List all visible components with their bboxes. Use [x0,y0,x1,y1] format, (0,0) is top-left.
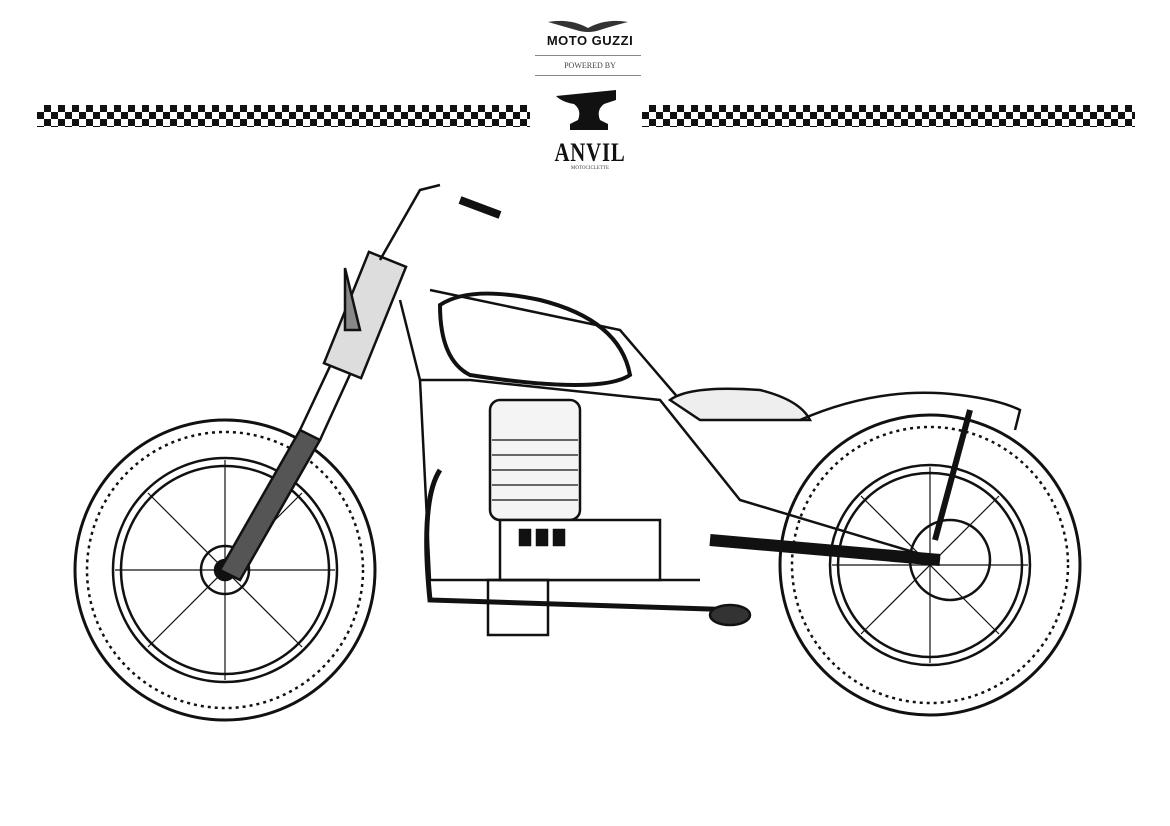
anvil-logo-text: ANVIL [554,138,626,167]
anvil-subtitle: MOTOCICLETTE [570,166,610,171]
anvil-logo-icon [556,90,616,130]
powered-by-label: POWERED BY [564,61,616,70]
divider [535,75,641,76]
motorcycle-lines [73,183,1082,722]
moto-guzzi-logo: MOTO GUZZI [546,33,634,48]
checkered-strip-left [37,105,530,127]
eagle-logo-icon [548,20,628,32]
checkered-strip-right [642,105,1135,127]
divider [535,55,641,56]
